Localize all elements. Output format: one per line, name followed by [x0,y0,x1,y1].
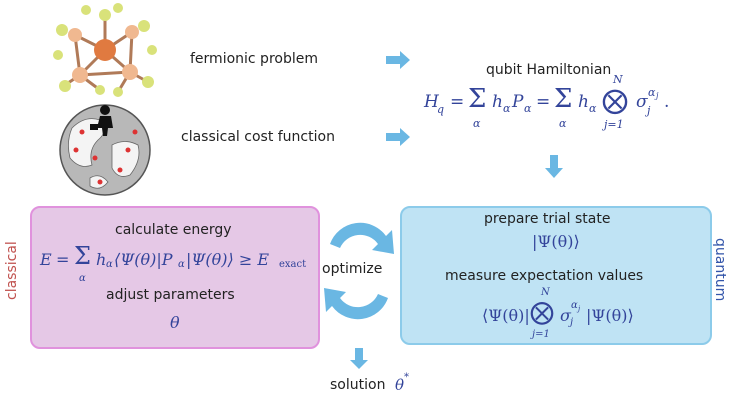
classical-side-label: classical [4,241,20,300]
prepare-trial-state-label: prepare trial state [484,211,611,227]
solution-label: solution [330,377,386,393]
sum-symbol: Σ [468,84,487,114]
arrow-cost-to-hamiltonian [386,128,410,146]
arrow-fermionic-to-hamiltonian [386,51,410,69]
measure-expectation-label: measure expectation values [445,268,644,284]
tensor-product-symbol: ⨂ [530,298,554,326]
tensor-product-symbol: ⨂ [602,86,628,116]
sum-symbol: Σ [554,84,573,114]
fermionic-problem-label: fermionic problem [190,51,318,67]
quantum-side-label: quantum [712,238,728,302]
solution-theta: θ [395,376,405,394]
calculate-energy-label: calculate energy [115,222,232,238]
optimize-label: optimize [322,261,383,277]
flow-arrows [350,51,563,369]
optimize-cycle-icon [324,222,394,320]
qubit-hamiltonian-title: qubit Hamiltonian [486,62,612,78]
adjust-parameters-label: adjust parameters [106,287,235,303]
globe-salesman-icon [59,104,151,196]
solution-star: * [404,372,409,383]
quantum-box [400,206,712,345]
trial-state-ket: |Ψ(θ)⟩ [532,232,580,251]
arrow-hamiltonian-down [545,155,563,178]
arrow-to-solution [350,348,368,369]
sum-symbol: Σ [74,242,91,270]
theta-parameter: θ [170,313,180,332]
classical-cost-function-label: classical cost function [181,129,335,145]
classical-box [30,206,320,349]
molecule-icon [53,3,157,97]
